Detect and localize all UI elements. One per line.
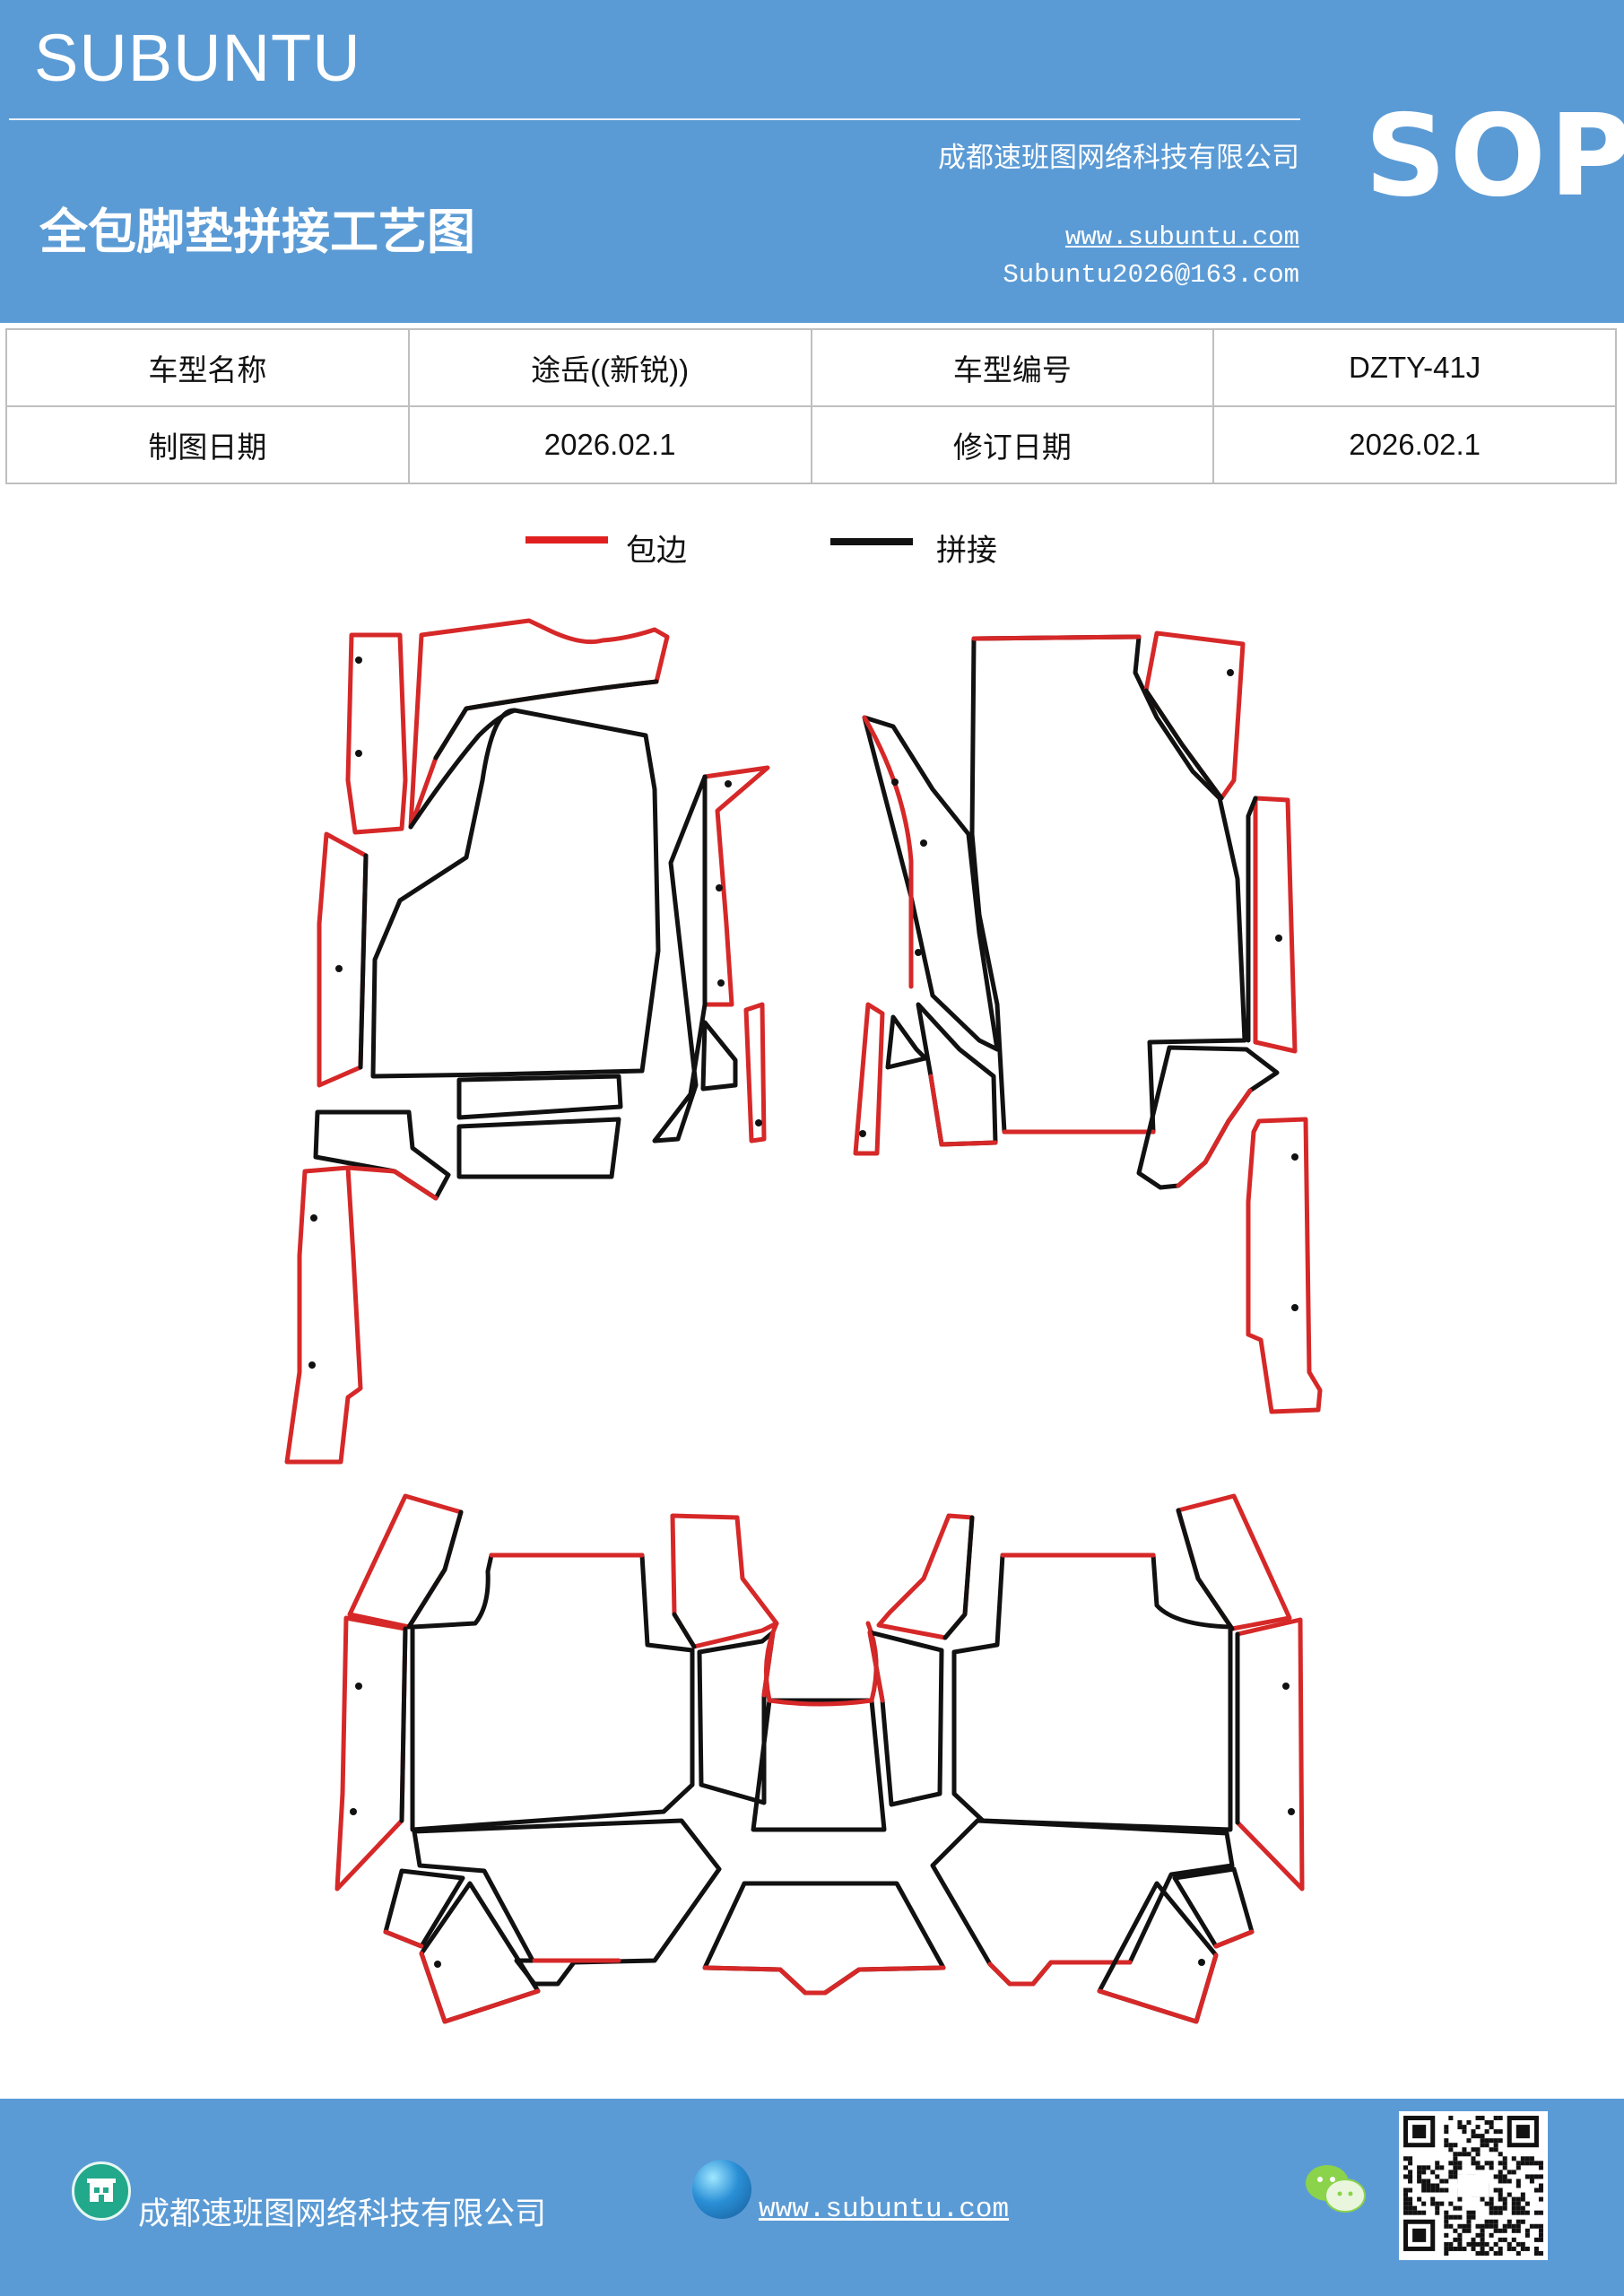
mat-piece (1235, 1617, 1305, 1892)
mat-piece (334, 1615, 408, 1892)
hole-marker (1282, 1683, 1290, 1690)
model-name-value: 途岳((新锐)) (407, 328, 812, 407)
hole-marker (308, 1361, 316, 1369)
mat-piece (317, 831, 369, 1088)
mat-piece (951, 1552, 1233, 1832)
hole-marker (1291, 1304, 1298, 1311)
globe-icon (692, 2160, 751, 2219)
mat-piece (670, 1513, 779, 1649)
header-banner (0, 0, 1624, 323)
hole-marker (725, 780, 732, 787)
legend-edge-label: 包边 (626, 533, 687, 569)
footer-company: 成都速班图网络科技有限公司 (138, 2196, 547, 2232)
draw-date-label: 制图日期 (5, 405, 410, 484)
legend-seam-label: 拼接 (936, 533, 997, 569)
mat-piece (1246, 1117, 1323, 1414)
hole-marker (915, 949, 922, 956)
hole-marker (310, 1214, 317, 1222)
footer-website-link[interactable]: www.subuntu.com (759, 2194, 1010, 2225)
mat-piece (345, 632, 408, 835)
mat-piece (885, 1014, 928, 1070)
front-right-mats (853, 631, 1323, 1414)
model-code-label: 车型编号 (810, 328, 1215, 407)
mat-piece (313, 1109, 451, 1201)
hole-marker (717, 979, 725, 987)
model-code-value: DZTY-41J (1212, 328, 1617, 407)
hole-marker (335, 965, 343, 972)
hole-marker (716, 884, 723, 891)
sop-label: SOP (1365, 90, 1624, 222)
mat-piece (412, 1818, 722, 1987)
hole-marker (1291, 1153, 1298, 1161)
hole-marker (891, 778, 899, 786)
mat-piece (751, 1698, 887, 1832)
qr-code (1399, 2111, 1548, 2260)
page-title: 全包脚垫拼接工艺图 (39, 203, 475, 260)
mat-piece (1136, 1045, 1280, 1190)
table-row: 车型名称 途岳((新锐)) 车型编号 DZTY-41J (5, 328, 1617, 407)
brand-name: SUBUNTU (34, 21, 361, 95)
mat-piece (408, 618, 670, 830)
info-table: 车型名称 途岳((新锐)) 车型编号 DZTY-41J 制图日期 2026.02… (5, 328, 1617, 484)
hole-marker (1275, 935, 1282, 942)
mat-piece (743, 1002, 767, 1144)
mat-piece (652, 774, 708, 1144)
hole-marker (859, 1130, 866, 1137)
hole-marker (755, 1119, 762, 1126)
hole-marker (1288, 1808, 1295, 1815)
header-website-link[interactable]: www.subuntu.com (1064, 222, 1299, 252)
header-company: 成都速班图网络科技有限公司 (938, 142, 1299, 174)
table-row: 制图日期 2026.02.1 修订日期 2026.02.1 (5, 405, 1617, 484)
model-name-label: 车型名称 (5, 328, 410, 407)
mat-piece (862, 715, 1000, 1052)
header-email: Subuntu2026@163.com (1003, 260, 1299, 290)
mat-piece (969, 634, 1247, 1135)
mat-piece (1253, 796, 1298, 1054)
draw-date-value: 2026.02.1 (407, 405, 812, 484)
legend-edge-swatch (525, 536, 608, 544)
legend-seam-swatch (830, 538, 913, 545)
company-icon (72, 2161, 131, 2221)
header-divider (9, 118, 1300, 120)
mat-piece (456, 1074, 623, 1120)
mat-piece (347, 1493, 464, 1630)
mat-piece (853, 1002, 885, 1156)
hole-marker (1198, 1959, 1205, 1966)
mat-piece (702, 765, 770, 1007)
hole-marker (1227, 669, 1234, 676)
revise-date-value: 2026.02.1 (1212, 405, 1617, 484)
mat-piece (700, 1020, 738, 1091)
hole-marker (355, 750, 362, 757)
hole-marker (355, 1683, 362, 1690)
revise-date-label: 修订日期 (810, 405, 1215, 484)
mat-piece (410, 1552, 695, 1832)
hole-marker (355, 657, 362, 664)
mat-piece (702, 1881, 946, 1996)
hole-marker (434, 1961, 441, 1968)
mat-piece (284, 1165, 363, 1465)
rear-mats (334, 1493, 1305, 2024)
mat-piece (456, 1117, 621, 1179)
hole-marker (920, 839, 927, 847)
front-left-mats (284, 618, 770, 1465)
wechat-icon (1304, 2161, 1367, 2217)
hole-marker (350, 1808, 357, 1815)
